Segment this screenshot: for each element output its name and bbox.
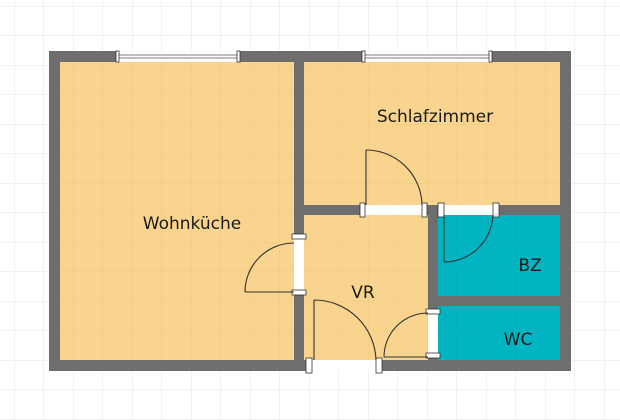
door-bz	[437, 202, 500, 263]
room-label-bz: BZ	[518, 256, 541, 276]
room-wohnkueche	[60, 62, 294, 360]
door-wohnkueche	[244, 233, 307, 296]
room-bz	[438, 215, 560, 296]
room-schlafzimmer	[304, 62, 560, 205]
door-schlafzimmer	[359, 149, 428, 218]
room-label-schlafzimmer: Schlafzimmer	[377, 107, 493, 127]
room-vr	[304, 215, 428, 360]
window-schlafzimmer	[361, 50, 493, 63]
room-label-vr: VR	[351, 283, 375, 303]
room-label-wohnkueche: Wohnküche	[143, 214, 241, 234]
entrance-door	[305, 299, 383, 374]
room-wc	[438, 306, 560, 360]
door-wc	[383, 308, 441, 359]
window-wohnkueche	[115, 50, 241, 63]
room-label-wc: WC	[504, 330, 533, 350]
